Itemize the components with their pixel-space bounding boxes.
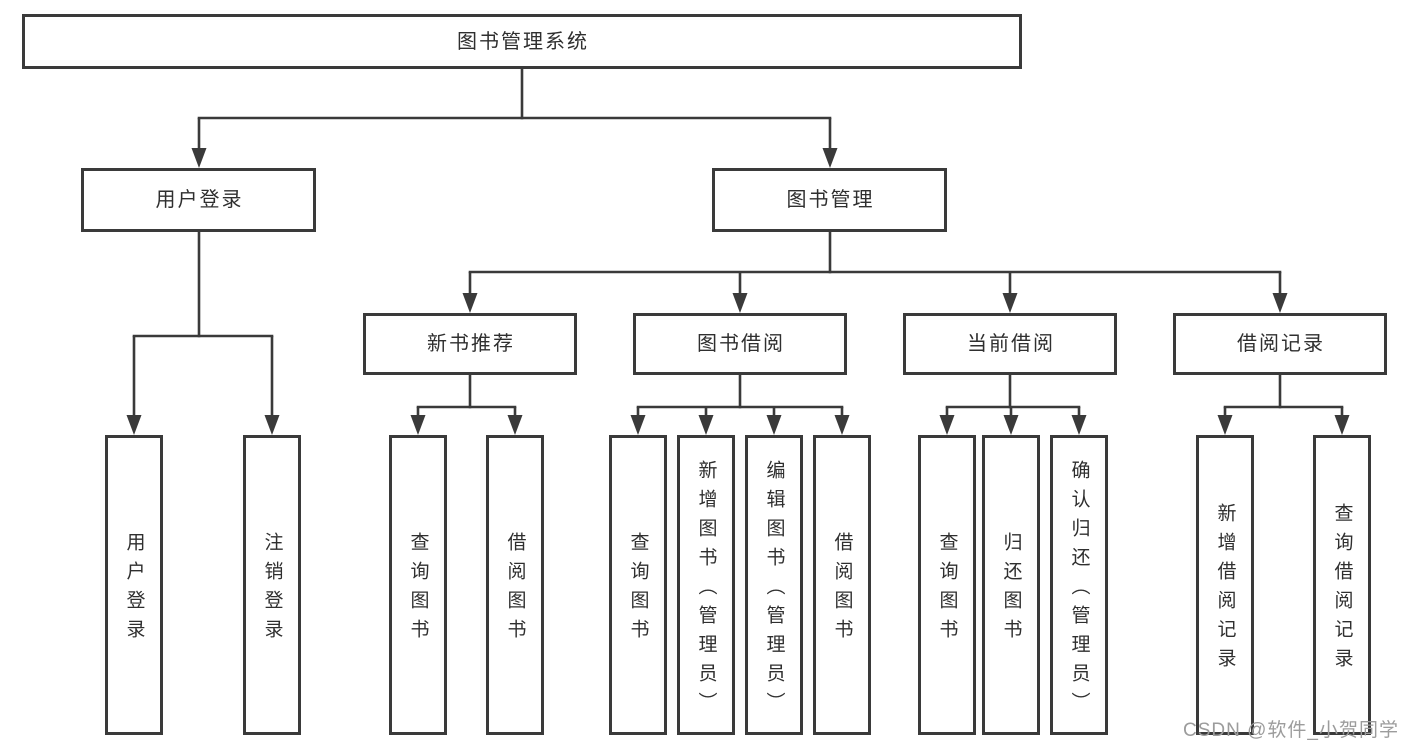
connector-arrow <box>126 415 142 435</box>
leaf-add-book-admin: 新增图书（管理员） <box>677 435 735 735</box>
leaf-edit-book-admin: 编辑图书（管理员） <box>745 435 803 735</box>
node-new-book-recommendation: 新书推荐 <box>363 313 577 375</box>
connector-arrow <box>766 415 782 435</box>
node-user-login-label: 用户登录 <box>155 189 244 211</box>
leaf-query-books-recommend: 查询图书 <box>389 435 447 735</box>
connector-arrow <box>1002 293 1018 313</box>
leaf-query-borrow-record-label: 查询借阅记录 <box>1331 503 1353 677</box>
connector-arrow <box>732 293 748 313</box>
leaf-logout-label: 注销登录 <box>261 532 283 648</box>
leaf-confirm-return-admin-label: 确认归还（管理员） <box>1068 459 1090 721</box>
connector-arrow <box>191 148 207 168</box>
connector-arrow <box>822 148 838 168</box>
leaf-borrow-books-borrowing: 借阅图书 <box>813 435 871 735</box>
leaf-borrow-books-recommend: 借阅图书 <box>486 435 544 735</box>
leaf-query-books-current-label: 查询图书 <box>936 532 958 648</box>
connector-arrow <box>1217 415 1233 435</box>
leaf-add-borrow-record-label: 新增借阅记录 <box>1214 503 1236 677</box>
leaf-borrow-books-recommend-label: 借阅图书 <box>504 532 526 648</box>
node-book-borrowing-label: 图书借阅 <box>697 333 785 355</box>
leaf-confirm-return-admin: 确认归还（管理员） <box>1050 435 1108 735</box>
leaf-add-borrow-record: 新增借阅记录 <box>1196 435 1254 735</box>
connector-arrow <box>939 415 955 435</box>
node-new-book-recommendation-label: 新书推荐 <box>427 333 515 355</box>
leaf-return-books-label: 归还图书 <box>1000 532 1022 648</box>
leaf-add-book-admin-label: 新增图书（管理员） <box>695 459 717 721</box>
connector-arrow <box>1071 415 1087 435</box>
connector-arrow <box>507 415 523 435</box>
node-book-management-label: 图书管理 <box>786 189 875 211</box>
node-user-login: 用户登录 <box>81 168 316 232</box>
leaf-return-books: 归还图书 <box>982 435 1040 735</box>
connector-arrow <box>630 415 646 435</box>
node-book-borrowing: 图书借阅 <box>633 313 847 375</box>
connector-arrow <box>410 415 426 435</box>
connector-arrow <box>462 293 478 313</box>
node-current-borrowing: 当前借阅 <box>903 313 1117 375</box>
connector-arrow <box>1003 415 1019 435</box>
connector-arrow <box>834 415 850 435</box>
node-book-management: 图书管理 <box>712 168 947 232</box>
node-current-borrowing-label: 当前借阅 <box>967 333 1055 355</box>
leaf-borrow-books-borrowing-label: 借阅图书 <box>831 532 853 648</box>
leaf-query-books-current: 查询图书 <box>918 435 976 735</box>
connector-arrow <box>1272 293 1288 313</box>
leaf-query-books-borrowing-label: 查询图书 <box>627 532 649 648</box>
node-borrowing-records: 借阅记录 <box>1173 313 1387 375</box>
leaf-edit-book-admin-label: 编辑图书（管理员） <box>763 459 785 721</box>
node-library-management-system: 图书管理系统 <box>22 14 1022 69</box>
leaf-logout: 注销登录 <box>243 435 301 735</box>
connector-arrow <box>1334 415 1350 435</box>
watermark: CSDN @软件_小贺同学 <box>1183 720 1399 741</box>
connector-arrow <box>698 415 714 435</box>
leaf-user-login-label: 用户登录 <box>123 532 145 648</box>
node-library-management-system-label: 图书管理系统 <box>457 30 589 53</box>
leaf-query-borrow-record: 查询借阅记录 <box>1313 435 1371 735</box>
connector-arrow <box>264 415 280 435</box>
leaf-query-books-recommend-label: 查询图书 <box>407 532 429 648</box>
node-borrowing-records-label: 借阅记录 <box>1237 333 1325 355</box>
leaf-query-books-borrowing: 查询图书 <box>609 435 667 735</box>
leaf-user-login: 用户登录 <box>105 435 163 735</box>
